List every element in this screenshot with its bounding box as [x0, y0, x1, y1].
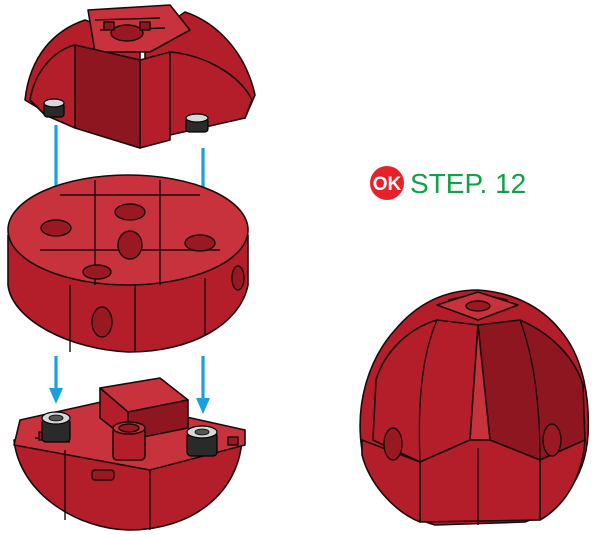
middle-ring-part	[8, 175, 248, 352]
connector-pin-icon	[44, 99, 64, 117]
step-label: OK STEP. 12	[370, 166, 526, 200]
top-hole	[83, 265, 111, 279]
step-title: STEP. 12	[410, 168, 526, 199]
connector-pin-icon	[186, 114, 208, 132]
top-dome-part	[25, 5, 255, 148]
bottom-dome-part	[14, 378, 245, 530]
side-hole	[92, 307, 112, 337]
connector-pin-icon	[42, 412, 70, 442]
ok-badge-text: OK	[373, 174, 402, 195]
down-arrow-icon	[49, 356, 63, 404]
bottom-hole	[92, 470, 114, 480]
side-hole	[543, 424, 561, 456]
top-hole	[111, 25, 143, 41]
side-hole	[384, 428, 402, 460]
assembled-ball	[360, 290, 588, 525]
connector-pin-icon	[187, 426, 217, 456]
top-hole	[466, 301, 490, 311]
top-hole	[185, 235, 215, 251]
side-hole	[232, 266, 244, 290]
top-hole	[41, 220, 71, 236]
bottom-slot	[228, 437, 238, 445]
down-arrow-icon	[196, 356, 210, 414]
center-hole	[118, 231, 142, 259]
top-hole	[115, 204, 145, 220]
